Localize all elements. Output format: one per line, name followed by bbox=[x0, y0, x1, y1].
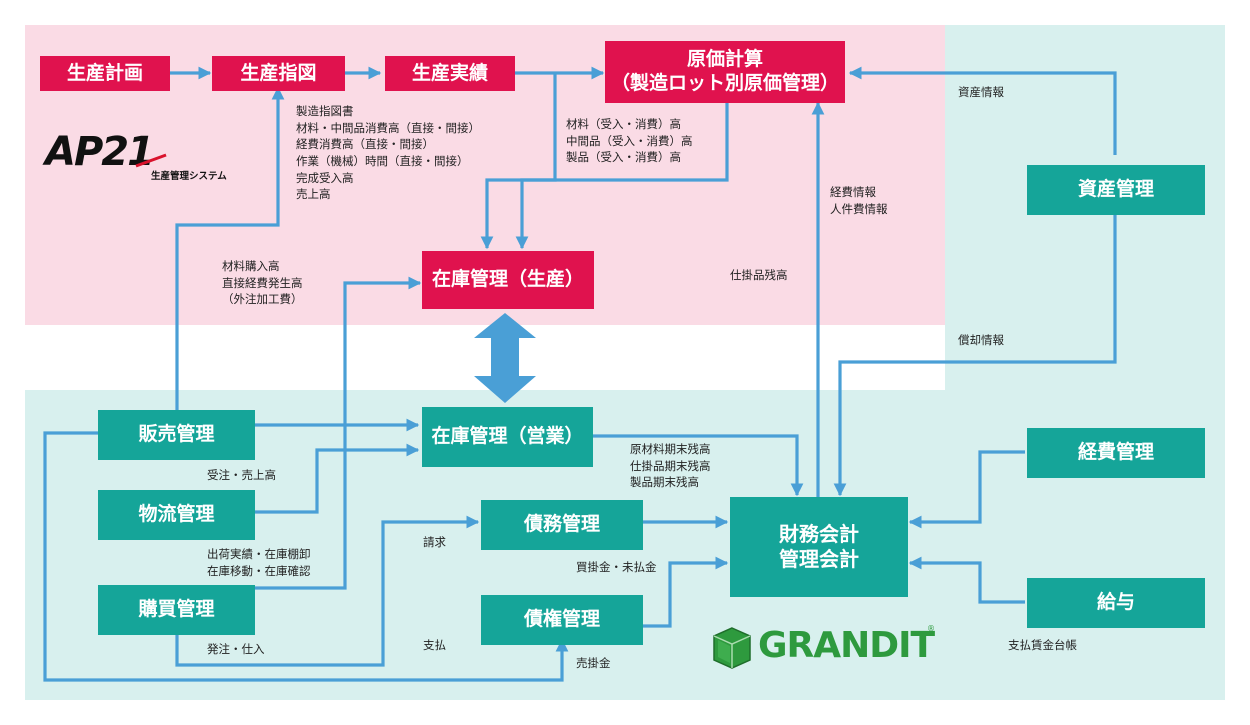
genka-keisan-subtitle: （製造ロット別原価管理） bbox=[610, 72, 839, 94]
arrow-butsuryu-to-zaiko-eigyo bbox=[255, 443, 420, 514]
label-line: 完成受入高 bbox=[296, 170, 354, 185]
label-line: 直接経費発生高 bbox=[222, 275, 303, 290]
label-shisan-joho: 資産情報 bbox=[958, 85, 1004, 99]
label-line: 売上高 bbox=[296, 187, 331, 202]
arrow-genka-to-zaiko-seisan bbox=[515, 103, 729, 250]
arrow-hanbai-to-shizu bbox=[175, 86, 285, 410]
label-line: 原材料期末残高 bbox=[630, 442, 711, 456]
arrow-shisan-to-zaimu bbox=[833, 213, 1117, 497]
zaimu-kaikei-label: 財務会計 bbox=[779, 522, 859, 546]
box-kyuyo: 給与 bbox=[1027, 578, 1205, 628]
label-shizu-info: 製造指図書 材料・中間品消費高（直接・間接） 経費消費高（直接・間接） 作業（機… bbox=[296, 103, 480, 203]
arrow-kyuyo-to-zaimu bbox=[908, 556, 1025, 604]
box-hanbai: 販売管理 bbox=[98, 410, 255, 460]
label-kaikake: 買掛金・未払金 bbox=[576, 560, 657, 574]
label-line: 製品期末残高 bbox=[630, 475, 699, 490]
label-shukka: 出荷実績・在庫棚卸 在庫移動・在庫確認 bbox=[207, 546, 311, 579]
grandit-registered-mark: ® bbox=[927, 624, 935, 633]
bidirectional-arrow-zaiko bbox=[474, 313, 536, 403]
label-chingin: 支払賃金台帳 bbox=[1008, 638, 1077, 652]
box-genka-keisan: 原価計算 （製造ロット別原価管理） bbox=[605, 41, 845, 103]
genka-keisan-title: 原価計算 bbox=[686, 48, 763, 71]
label-line: 出荷実績・在庫棚卸 bbox=[207, 547, 311, 561]
label-keihi-joho: 経費情報 人件費情報 bbox=[830, 184, 888, 217]
label-line: 経費消費高（直接・間接） bbox=[296, 137, 434, 152]
label-line: 製造指図書 bbox=[296, 104, 354, 118]
label-genka-info: 材料（受入・消費）高 中間品（受入・消費）高 製品（受入・消費）高 bbox=[566, 116, 693, 166]
label-shiharai: 支払 bbox=[423, 638, 446, 652]
label-zairyo-konyu: 材料購入高 直接経費発生高 （外注加工費） bbox=[222, 258, 303, 308]
box-shisan: 資産管理 bbox=[1027, 165, 1205, 215]
label-juchu: 受注・売上高 bbox=[207, 468, 276, 482]
arrow-saiken-to-zaimu bbox=[643, 556, 729, 628]
label-shokyaku: 償却情報 bbox=[958, 333, 1004, 347]
arrow-shisan-to-genka bbox=[848, 66, 1117, 155]
label-line: 経費情報 bbox=[830, 185, 876, 199]
label-shikakarihin: 仕掛品残高 bbox=[730, 268, 788, 282]
label-line: 材料（受入・消費）高 bbox=[566, 117, 681, 131]
box-kobai: 購買管理 bbox=[98, 585, 255, 635]
grandit-cube-icon bbox=[713, 627, 751, 669]
label-line: 製品（受入・消費）高 bbox=[566, 150, 681, 165]
label-line: 仕掛品期末残高 bbox=[630, 458, 711, 473]
box-seisan-jisseki: 生産実績 bbox=[385, 56, 515, 91]
box-zaiko-seisan: 在庫管理（生産） bbox=[422, 251, 594, 309]
box-butsuryu: 物流管理 bbox=[98, 490, 255, 540]
label-hacchu: 発注・仕入 bbox=[207, 642, 265, 656]
box-seisan-shizu: 生産指図 bbox=[212, 56, 345, 91]
label-line: 材料・中間品消費高（直接・間接） bbox=[296, 120, 480, 135]
kanri-kaikei-label: 管理会計 bbox=[779, 547, 859, 571]
box-zaimu-kanri-kaikei: 財務会計 管理会計 bbox=[730, 497, 908, 597]
label-line: 作業（機械）時間（直接・間接） bbox=[296, 154, 469, 169]
ap21-wordmark: AP21 bbox=[45, 129, 155, 175]
arrow-zaiko-eigyo-to-zaimu bbox=[593, 434, 804, 497]
arrow-kobai-to-zaiko-seisan bbox=[255, 276, 422, 590]
box-saimu: 債務管理 bbox=[481, 500, 643, 550]
label-seikyu: 請求 bbox=[423, 535, 446, 549]
box-saiken: 債権管理 bbox=[481, 595, 643, 645]
label-line: （外注加工費） bbox=[222, 292, 303, 307]
arrow-hanbai-to-saiken bbox=[43, 431, 569, 682]
label-urikake: 売掛金 bbox=[576, 656, 611, 670]
box-zaiko-eigyo: 在庫管理（営業） bbox=[422, 407, 593, 467]
label-line: 人件費情報 bbox=[830, 201, 888, 216]
arrow-kobai-to-saimu bbox=[175, 515, 480, 667]
label-line: 中間品（受入・消費）高 bbox=[566, 133, 693, 148]
grandit-wordmark: GRANDIT bbox=[758, 625, 935, 666]
ap21-logo: AP21 生産管理システム bbox=[45, 129, 255, 185]
grandit-logo: GRANDIT ® bbox=[710, 622, 940, 672]
box-seisan-keikaku: 生産計画 bbox=[40, 56, 170, 91]
box-keihi: 経費管理 bbox=[1027, 428, 1205, 478]
label-kimatsu: 原材料期末残高 仕掛品期末残高 製品期末残高 bbox=[630, 441, 711, 491]
label-line: 材料購入高 bbox=[222, 259, 280, 273]
label-line: 在庫移動・在庫確認 bbox=[207, 563, 311, 578]
ap21-tagline: 生産管理システム bbox=[151, 171, 227, 182]
arrow-keihi-to-zaimu bbox=[908, 450, 1025, 529]
